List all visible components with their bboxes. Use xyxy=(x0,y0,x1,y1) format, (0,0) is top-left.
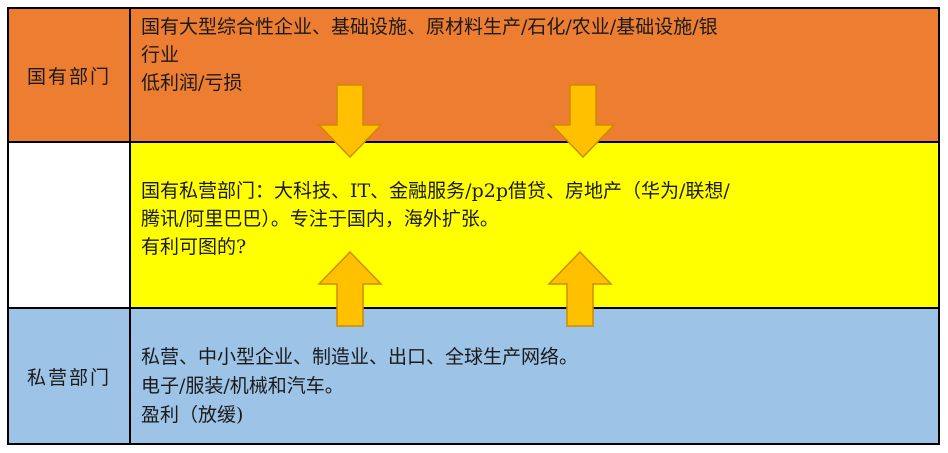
mixed-sector-line-3: 有利可图的? xyxy=(141,236,247,258)
state-sector-label: 国有部门 xyxy=(9,9,131,141)
state-sector-line-1: 国有大型综合性企业、基础设施、原材料生产/石化/农业/基础设施/银 xyxy=(141,16,718,38)
mixed-sector-label xyxy=(9,143,131,307)
private-sector-content: 私营、中小型企业、制造业、出口、全球生产网络。 电子/服装/机械和汽车。 盈利（… xyxy=(141,343,932,430)
private-sector-line-3: 盈利（放缓) xyxy=(141,404,244,426)
row-mixed-sector: 国有私营部门：大科技、IT、金融服务/p2p借贷、房地产（华为/联想/ 腾讯/阿… xyxy=(9,143,938,309)
mixed-sector-content: 国有私营部门：大科技、IT、金融服务/p2p借贷、房地产（华为/联想/ 腾讯/阿… xyxy=(141,177,932,261)
private-sector-line-2: 电子/服装/机械和汽车。 xyxy=(141,375,344,397)
private-sector-label: 私营部门 xyxy=(9,309,131,443)
row-state-sector: 国有部门 国有大型综合性企业、基础设施、原材料生产/石化/农业/基础设施/银 行… xyxy=(9,9,938,143)
sector-table: 国有部门 国有大型综合性企业、基础设施、原材料生产/石化/农业/基础设施/银 行… xyxy=(7,7,940,445)
state-sector-content: 国有大型综合性企业、基础设施、原材料生产/石化/农业/基础设施/银 行业 低利润… xyxy=(141,13,932,97)
state-sector-line-3: 低利润/亏损 xyxy=(141,72,243,94)
mixed-sector-line-2: 腾讯/阿里巴巴）。专注于国内，海外扩张。 xyxy=(141,208,499,230)
mixed-sector-line-1: 国有私营部门：大科技、IT、金融服务/p2p借贷、房地产（华为/联想/ xyxy=(141,180,730,202)
private-sector-line-1: 私营、中小型企业、制造业、出口、全球生产网络。 xyxy=(141,346,579,368)
row-private-sector: 私营部门 私营、中小型企业、制造业、出口、全球生产网络。 电子/服装/机械和汽车… xyxy=(9,309,938,443)
state-sector-line-2: 行业 xyxy=(141,44,180,66)
